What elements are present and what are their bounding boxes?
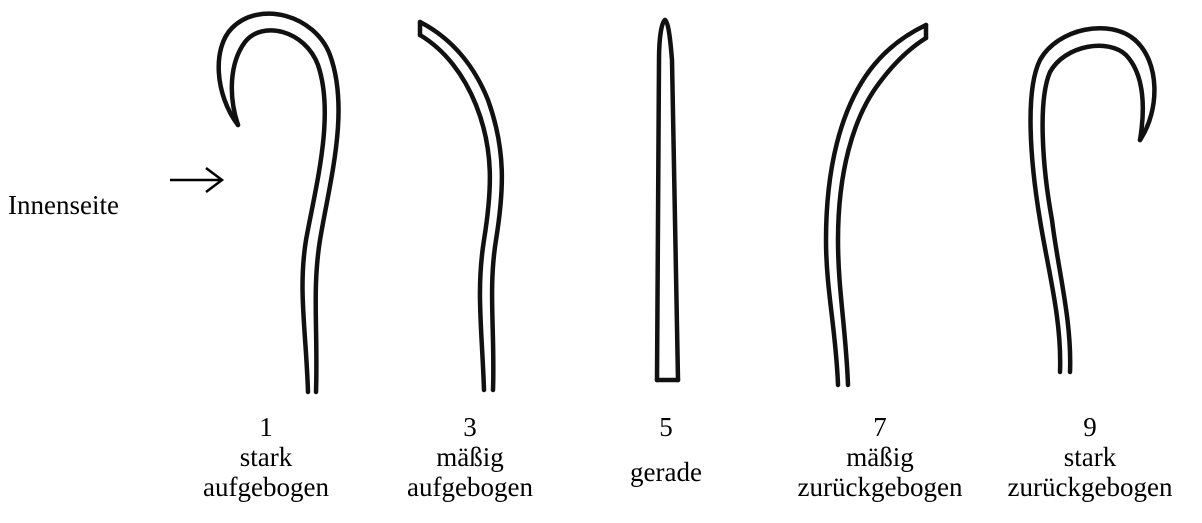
caption-shape-1: 1 stark aufgebogen <box>156 412 376 502</box>
shape-desc-line2: zurückgebogen <box>980 472 1200 502</box>
shape-desc-line2: aufgebogen <box>360 472 580 502</box>
shape-number: 3 <box>360 412 580 442</box>
caption-shape-3: 3 mäßig aufgebogen <box>360 412 580 502</box>
shape-desc-line1: stark <box>980 442 1200 472</box>
shape-3-curve <box>420 22 502 390</box>
shape-desc-line2: zurückgebogen <box>770 472 990 502</box>
shape-number: 7 <box>770 412 990 442</box>
caption-shape-7: 7 mäßig zurückgebogen <box>770 412 990 502</box>
shape-number: 1 <box>156 412 376 442</box>
shape-desc-line1: stark <box>156 442 376 472</box>
shape-9-hook <box>1031 28 1155 372</box>
inner-side-label: Innenseite <box>8 190 119 221</box>
shape-desc-line2: aufgebogen <box>156 472 376 502</box>
caption-shape-5: 5 gerade <box>556 412 776 487</box>
shape-desc-line1: mäßig <box>360 442 580 472</box>
caption-shape-9: 9 stark zurückgebogen <box>980 412 1200 502</box>
shape-5-straight <box>657 20 678 380</box>
shape-number: 9 <box>980 412 1200 442</box>
shape-1-hook <box>219 14 339 392</box>
shape-desc-line1: mäßig <box>770 442 990 472</box>
shape-number: 5 <box>556 412 776 442</box>
shape-7-curve <box>826 25 926 385</box>
shape-desc-line1: gerade <box>556 457 776 487</box>
arrow-right-icon <box>168 160 228 200</box>
